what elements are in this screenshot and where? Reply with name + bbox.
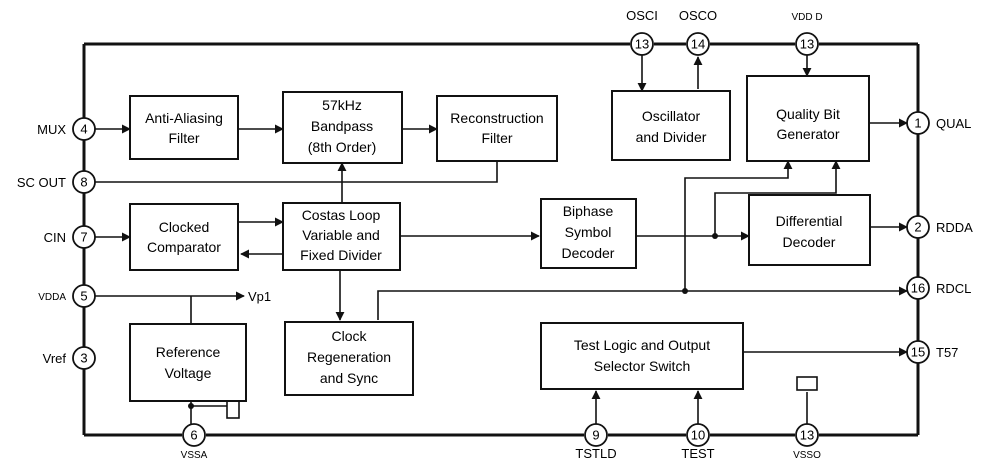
pin-vref: Vref 3 (43, 346, 96, 370)
pin-osci-label: OSCI (626, 8, 658, 23)
pin-tstld-label: TSTLD (575, 446, 616, 461)
costas-line-1: Costas Loop (302, 207, 381, 223)
pin-t57: 15 T57 (906, 340, 958, 364)
pin-osci-number: 13 (635, 37, 649, 52)
reference-line-1: Reference (156, 344, 221, 360)
pin-vssa-number: 6 (190, 428, 197, 443)
pin-test-number: 10 (691, 428, 705, 443)
comparator-line-2: Comparator (147, 239, 221, 255)
pin-tstld: 9 TSTLD (575, 423, 617, 461)
pin-osco-number: 14 (691, 37, 705, 52)
pin-scout-number: 8 (80, 175, 87, 190)
reference-line-2: Voltage (165, 365, 212, 381)
pin-rdda: 2 RDDA (906, 215, 973, 239)
comparator-line-1: Clocked (159, 219, 210, 235)
pin-mux-label: MUX (37, 122, 66, 137)
pin-t57-number: 15 (911, 345, 925, 360)
quality-bit-line-1: Quality Bit (776, 106, 840, 122)
pin-vssa-label: VSSA (181, 450, 208, 461)
block-costas-loop: Costas Loop Variable and Fixed Divider (282, 202, 401, 271)
anti-aliasing-line-2: Filter (168, 130, 199, 146)
block-test-logic: Test Logic and Output Selector Switch (540, 322, 744, 390)
pin-cin: CIN 7 (44, 225, 96, 249)
pin-vsso-number: 13 (800, 428, 814, 443)
pin-vssa: 6 VSSA (181, 423, 208, 461)
costas-line-2: Variable and (302, 227, 380, 243)
anti-aliasing-line-1: Anti-Aliasing (145, 110, 223, 126)
pin-scout-label: SC OUT (17, 175, 66, 190)
block-anti-aliasing-filter: Anti-Aliasing Filter (129, 95, 239, 160)
quality-bit-line-2: Generator (776, 126, 839, 142)
bandpass-line-1: 57kHz (322, 97, 362, 113)
pin-vsso-label: VSSO (793, 450, 821, 461)
block-bandpass-filter: 57kHz Bandpass (8th Order) (282, 91, 403, 164)
block-reference-voltage: Reference Voltage (129, 323, 247, 402)
pin-rdcl: 16 RDCL (906, 276, 971, 300)
pin-osco-label: OSCO (679, 8, 717, 23)
block-clock-regeneration: Clock Regeneration and Sync (284, 321, 414, 396)
pin-vddd-label: VDD D (791, 12, 822, 23)
pin-cin-label: CIN (44, 230, 66, 245)
biphase-line-1: Biphase (563, 203, 614, 219)
block-oscillator-divider: Oscillator and Divider (611, 90, 731, 161)
pin-vdda-number: 5 (80, 289, 87, 304)
pin-rdcl-number: 16 (911, 281, 925, 296)
pin-vdda: VDDA 5 (38, 284, 96, 308)
differential-line-1: Differential (776, 213, 843, 229)
block-biphase-decoder: Biphase Symbol Decoder (540, 198, 637, 269)
oscillator-line-2: and Divider (636, 129, 707, 145)
clock-regen-line-2: Regeneration (307, 349, 391, 365)
pin-rdcl-label: RDCL (936, 281, 971, 296)
pin-vsso: 13 VSSO (793, 423, 821, 461)
differential-line-2: Decoder (783, 234, 836, 250)
bandpass-line-2: Bandpass (311, 118, 373, 134)
pin-vref-number: 3 (80, 351, 87, 366)
pin-test-label: TEST (681, 446, 714, 461)
oscillator-line-1: Oscillator (642, 108, 701, 124)
pin-vref-label: Vref (43, 351, 67, 366)
pin-vddd-number: 13 (800, 37, 814, 52)
pin-scout: SC OUT 8 (17, 170, 96, 194)
signal-lines (95, 55, 908, 424)
pin-tstld-number: 9 (592, 428, 599, 443)
pin-osci: OSCI 13 (626, 8, 658, 56)
pin-mux: MUX 4 (37, 117, 96, 141)
chip-border (82, 42, 920, 437)
clock-regen-line-3: and Sync (320, 370, 378, 386)
block-quality-bit-generator: Quality Bit Generator (746, 75, 870, 162)
pin-rdda-label: RDDA (936, 220, 973, 235)
pin-qual-number: 1 (914, 116, 921, 131)
reconstruction-line-2: Filter (481, 130, 512, 146)
pin-qual: 1 QUAL (906, 111, 971, 135)
clock-regen-line-1: Clock (331, 328, 367, 344)
decoupling-capacitor-vsso (796, 376, 818, 391)
test-logic-line-1: Test Logic and Output (574, 337, 710, 353)
pin-cin-number: 7 (80, 230, 87, 245)
pin-test: 10 TEST (681, 423, 715, 461)
pin-t57-label: T57 (936, 345, 958, 360)
block-differential-decoder: Differential Decoder (748, 194, 871, 266)
biphase-line-3: Decoder (562, 245, 615, 261)
block-reconstruction-filter: Reconstruction Filter (436, 95, 558, 162)
vp1-label: Vp1 (248, 289, 271, 304)
pin-rdda-number: 2 (914, 220, 921, 235)
block-clocked-comparator: Clocked Comparator (129, 203, 239, 271)
pin-mux-number: 4 (80, 122, 87, 137)
reconstruction-line-1: Reconstruction (450, 110, 543, 126)
biphase-line-2: Symbol (565, 224, 612, 240)
pin-vddd: VDD D 13 (791, 12, 823, 56)
test-logic-line-2: Selector Switch (594, 358, 690, 374)
pin-qual-label: QUAL (936, 116, 971, 131)
costas-line-3: Fixed Divider (300, 247, 382, 263)
pin-vdda-label: VDDA (38, 292, 66, 303)
pin-osco: OSCO 14 (679, 8, 717, 56)
bandpass-line-3: (8th Order) (308, 139, 376, 155)
